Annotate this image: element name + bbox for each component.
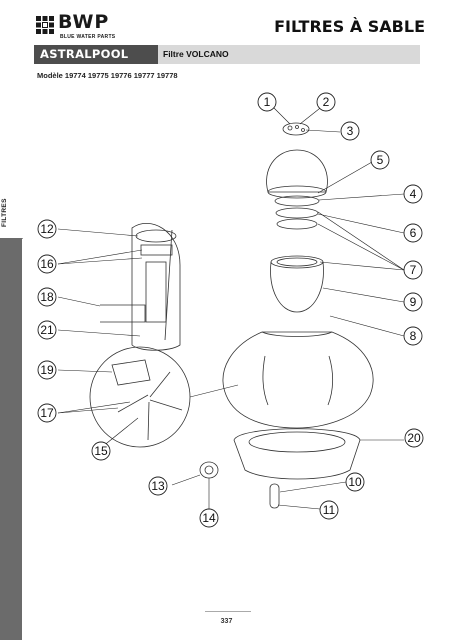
svg-text:10: 10	[348, 475, 362, 489]
svg-text:13: 13	[151, 479, 165, 493]
collector-assembly	[100, 223, 181, 351]
model-list: Modèle 19774 19775 19776 19777 19778	[37, 71, 178, 80]
svg-text:18: 18	[40, 290, 54, 304]
o-ring-part	[274, 195, 320, 207]
callout-17: 17	[37, 403, 57, 423]
seal-ring-part	[276, 218, 318, 230]
callout-11: 11	[319, 500, 339, 520]
callout-3: 3	[340, 121, 360, 141]
lid-part	[282, 122, 310, 136]
side-tab	[0, 238, 22, 640]
callout-16: 16	[37, 254, 57, 274]
svg-text:2: 2	[323, 95, 330, 109]
page-number: 337	[220, 618, 233, 625]
logo-grid-icon	[36, 16, 54, 34]
svg-text:17: 17	[40, 406, 54, 420]
product-label: Filtre VOLCANO	[163, 49, 229, 59]
drain-plug-part	[269, 483, 280, 509]
upper-dome-part	[266, 149, 328, 199]
callout-19: 19	[37, 360, 57, 380]
svg-text:11: 11	[323, 503, 336, 517]
callout-6: 6	[403, 223, 423, 243]
footer-rule	[205, 611, 251, 612]
brand-label: ASTRALPOOL	[40, 47, 129, 61]
base-part	[233, 428, 361, 480]
bwp-logo: BWP BLUE WATER PARTS	[36, 11, 142, 44]
laterals-assembly	[89, 346, 191, 448]
svg-text:14: 14	[202, 511, 216, 525]
callout-5: 5	[370, 150, 390, 170]
logo-wordmark: BWP	[58, 11, 110, 33]
valve-part	[199, 461, 219, 479]
callout-20: 20	[404, 428, 424, 448]
callout-13: 13	[148, 476, 168, 496]
callout-8: 8	[403, 326, 423, 346]
tank-body-part	[222, 331, 374, 429]
diffuser-part	[270, 255, 324, 313]
leader-lines	[57, 103, 405, 511]
callout-18: 18	[37, 287, 57, 307]
callout-7: 7	[403, 260, 423, 280]
svg-text:5: 5	[377, 153, 384, 167]
svg-text:9: 9	[410, 295, 417, 309]
svg-text:20: 20	[407, 431, 421, 445]
callout-15: 15	[91, 441, 111, 461]
logo-tagline: BLUE WATER PARTS	[60, 34, 116, 40]
product-bar: Filtre VOLCANO	[158, 45, 420, 64]
callout-12: 12	[37, 219, 57, 239]
callout-2: 2	[316, 92, 336, 112]
svg-text:21: 21	[40, 323, 54, 337]
callout-10: 10	[345, 472, 365, 492]
callout-1: 1	[257, 92, 277, 112]
callout-21: 21	[37, 320, 57, 340]
svg-text:3: 3	[347, 124, 354, 138]
brand-bar: ASTRALPOOL	[34, 45, 158, 64]
svg-text:1: 1	[264, 95, 271, 109]
callout-14: 14	[199, 508, 219, 528]
svg-text:19: 19	[40, 363, 54, 377]
callout-9: 9	[403, 292, 423, 312]
svg-text:4: 4	[410, 187, 417, 201]
callouts: 1 2 3 5 4 6 7 9 8 20 10 11 13 14 12 16 1…	[37, 92, 424, 528]
svg-text:6: 6	[410, 226, 417, 240]
svg-text:16: 16	[40, 257, 54, 271]
callout-4: 4	[403, 184, 423, 204]
svg-text:8: 8	[410, 329, 417, 343]
svg-text:15: 15	[94, 444, 108, 458]
svg-text:12: 12	[40, 222, 54, 236]
svg-text:7: 7	[410, 263, 417, 277]
page-title: FILTRES À SABLE	[274, 17, 425, 36]
